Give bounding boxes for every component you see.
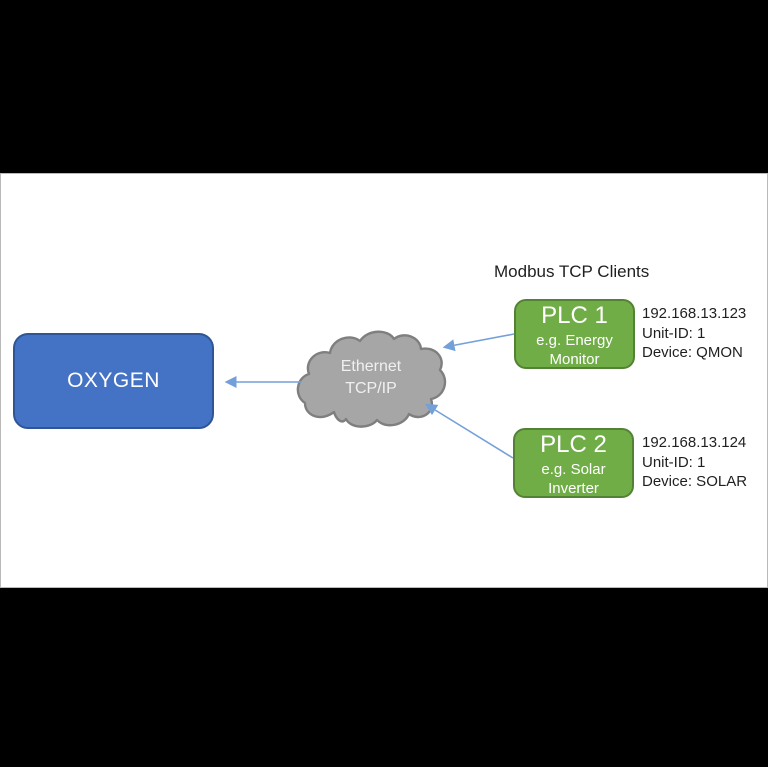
- plc2-info-block: 192.168.13.124 Unit-ID: 1 Device: SOLAR: [642, 433, 747, 492]
- oxygen-server-label: OXYGEN: [67, 369, 160, 392]
- ethernet-cloud-label: Ethernet TCP/IP: [297, 356, 445, 400]
- plc2-node: PLC 2 e.g. Solar Inverter: [513, 428, 634, 498]
- cloud-label-line1: Ethernet: [340, 358, 402, 375]
- arrow-plc1-to-cloud: [442, 333, 515, 352]
- plc1-device: Device: QMON: [642, 344, 743, 361]
- plc1-ip: 192.168.13.123: [642, 305, 747, 322]
- cloud-label-line2: TCP/IP: [345, 380, 397, 397]
- diagram-canvas: Modbus TCP Clients OXYGEN Ethernet TCP/I…: [0, 173, 768, 588]
- plc1-name: PLC 1: [541, 302, 608, 329]
- plc1-unit-id: Unit-ID: 1: [642, 324, 706, 342]
- plc1-info-block: 192.168.13.123 Unit-ID: 1 Device: QMON: [642, 304, 746, 363]
- plc1-desc-line1: e.g. Energy: [536, 332, 613, 349]
- plc2-unit-id: Unit-ID: 1: [642, 453, 706, 471]
- plc1-desc-line2: Monitor: [549, 351, 600, 368]
- plc2-ip: 192.168.13.124: [642, 434, 747, 451]
- plc2-device: Device: SOLAR: [642, 473, 748, 490]
- plc1-node: PLC 1 e.g. Energy Monitor: [514, 299, 635, 369]
- plc2-desc-line1: e.g. Solar: [541, 461, 606, 478]
- modbus-clients-heading: Modbus TCP Clients: [494, 262, 650, 281]
- plc2-name: PLC 2: [540, 431, 607, 458]
- plc2-desc-line2: Inverter: [548, 480, 599, 497]
- arrow-plc2-to-cloud: [424, 403, 514, 459]
- oxygen-server-node: OXYGEN: [13, 333, 214, 429]
